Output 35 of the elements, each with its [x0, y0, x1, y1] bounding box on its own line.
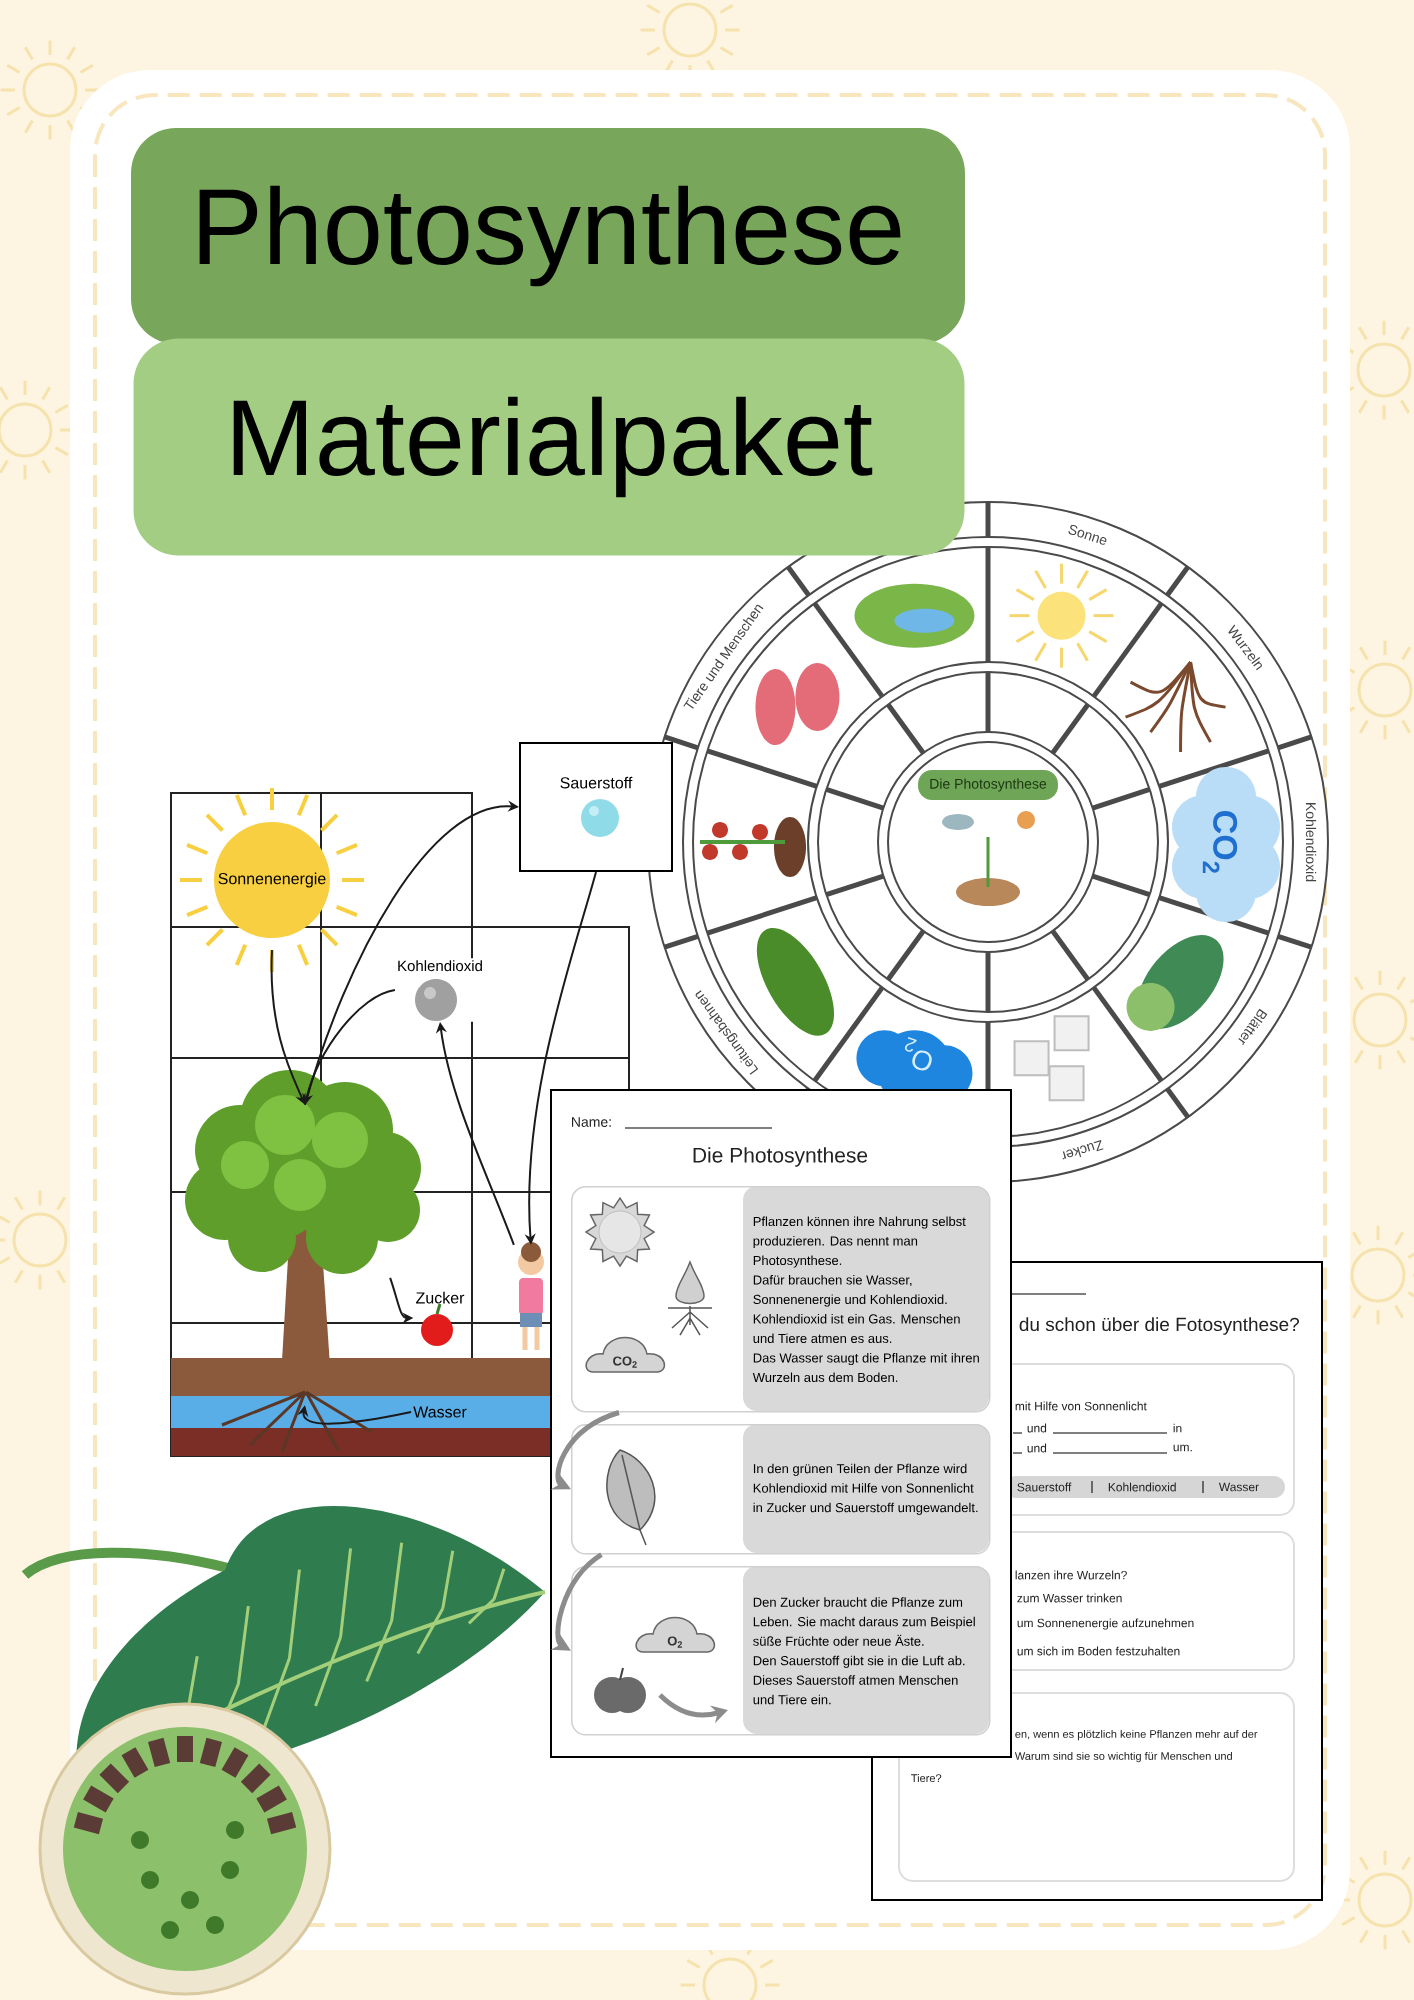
diagram-label: Kohlendioxid	[395, 958, 485, 1022]
formula-label: CO$_{2}$	[1202, 811, 1238, 873]
worksheet-title: Die Photosynthese	[693, 1147, 868, 1167]
task-text: und	[1027, 1443, 1047, 1453]
ring-label: Zucker	[1062, 1140, 1104, 1160]
answer-option: um sich im Boden festzuhalten	[1017, 1646, 1180, 1656]
answer-option: zum Wasser trinken	[1017, 1593, 1122, 1603]
banner-label: Die Photosynthese	[930, 778, 1047, 792]
formula-label: O$_{2}$	[904, 1037, 932, 1071]
title-band: Photosynthese	[131, 128, 965, 344]
word-bank-word: Kohlendioxid	[1108, 1482, 1176, 1492]
title-band: Materialpaket	[133, 338, 965, 556]
word-bank-word: Sauerstoff	[1017, 1482, 1072, 1492]
formula-label: O$_{2}$	[667, 1636, 683, 1648]
worksheet-question: du schon über die Fotosynthese?	[1019, 1317, 1300, 1335]
diagram-label: Wasser	[411, 1404, 469, 1420]
task-text: en, wenn es plötzlich keine Pflanzen mehr auf der	[1015, 1729, 1258, 1741]
task-text: Warum sind sie so wichtig für Menschen und	[1014, 1751, 1232, 1763]
task-text: um.	[1173, 1444, 1192, 1452]
task-text: und	[1027, 1423, 1047, 1433]
diagram-label: Sonnenenergie	[218, 872, 326, 888]
person-drawing	[518, 1242, 544, 1353]
step-box: In den grünen Teilen der Pflanze wird Kohlendioxid mit Hilfe von Sonnenlicht in Zucker und Sauerstoff umgewandelt.	[571, 1424, 991, 1555]
formula-label: CO$_{2}$	[613, 1356, 637, 1368]
ring-label: Kohlendioxid	[1305, 803, 1317, 882]
diagram-box: Sauerstoff	[519, 742, 673, 872]
name-label: Name:	[572, 1117, 611, 1127]
word-bank-word: Wasser	[1218, 1482, 1259, 1492]
task-text: mit Hilfe von Sonnenlicht	[1015, 1401, 1147, 1411]
task-text: lanzen ihre Wurzeln?	[1015, 1570, 1127, 1580]
task-text: in	[1173, 1423, 1182, 1433]
answer-option: um Sonnenenergie aufzunehmen	[1017, 1618, 1194, 1630]
task-text: Tiere?	[911, 1774, 942, 1783]
diagram-label: Zucker	[416, 1291, 465, 1346]
ring-label: Sonne	[1068, 525, 1107, 545]
